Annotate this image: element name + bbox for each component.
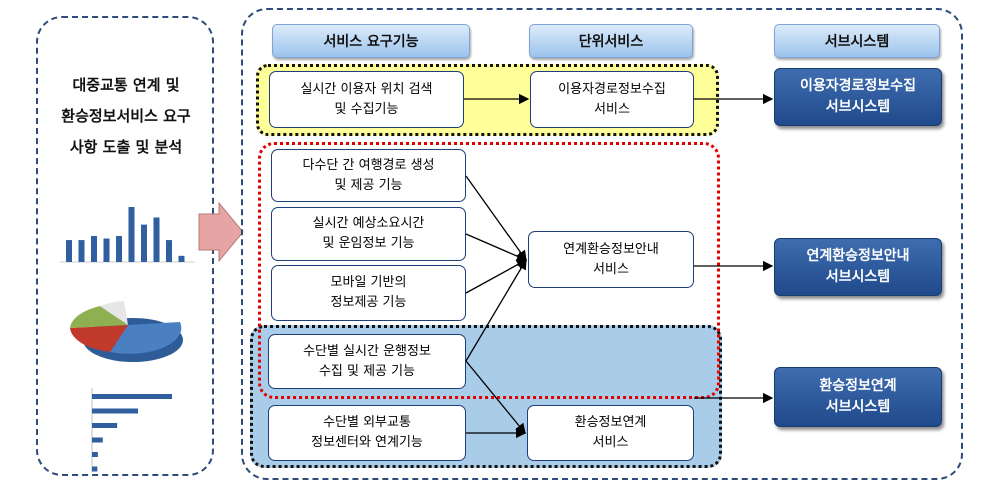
bar-mark (66, 240, 72, 262)
bar-mark (166, 240, 172, 262)
hbar-mark (92, 408, 139, 414)
analysis-title-line-1: 대중교통 연계 및 (72, 76, 180, 94)
hbar-mark (92, 437, 103, 443)
thumbnail-hbar-chart (91, 388, 172, 472)
header-requirements: 서비스 요구기능 (272, 24, 470, 58)
bar-mark (91, 236, 97, 262)
hbar-mark (92, 452, 98, 457)
flow-arrow-icon (198, 201, 244, 263)
bar-mark (78, 240, 85, 262)
hbar-mark (92, 423, 118, 428)
requirement-box: 실시간 예상소요시간 및 운임정보 기능 (271, 207, 466, 261)
arrow-req5-to-unit2 (465, 258, 527, 362)
subsystem-box: 이용자경로정보수집 서브시스템 (774, 68, 942, 126)
requirement-box: 다수단 간 여행경로 생성 및 제공 기능 (271, 149, 466, 202)
unit-service-box: 이용자경로정보수집 서비스 (530, 71, 694, 128)
bar-mark (141, 224, 147, 262)
unit-service-box: 연계환승정보안내 서비스 (528, 231, 694, 288)
unit-service-box: 환승정보연계 서비스 (527, 405, 694, 461)
service-framework-panel (241, 8, 963, 480)
bar-mark (128, 207, 135, 262)
bar-mark (153, 217, 160, 262)
pie-slice-green (70, 306, 128, 328)
analysis-title: 대중교통 연계 및 환승정보서비스 요구 사항 도출 및 분석 (50, 70, 202, 163)
analysis-title-line-3: 사항 도출 및 분석 (69, 138, 183, 156)
requirement-box: 수단별 실시간 운행정보 수집 및 제공 기능 (268, 334, 466, 389)
thumbnail-pie-chart (70, 301, 183, 362)
requirement-box: 수단별 외부교통 정보센터와 연계기능 (268, 405, 466, 461)
hbar-mark (92, 466, 98, 472)
zone-transfer-guide (258, 142, 720, 399)
arrow-req3-to-unit2 (465, 233, 528, 262)
bar-mark (103, 238, 110, 262)
pie-slice-main (110, 322, 182, 354)
pie-slice-gray (100, 301, 128, 325)
pie-slice-red (70, 325, 128, 352)
header-unit-service: 단위서비스 (529, 24, 693, 58)
subsystem-box: 환승정보연계 서브시스템 (774, 367, 942, 427)
requirement-box: 모바일 기반의 정보제공 기능 (271, 265, 466, 321)
analysis-title-line-2: 환승정보서비스 요구 (61, 107, 191, 125)
requirement-box: 실시간 이용자 위치 검색 및 수집기능 (269, 71, 464, 128)
header-subsystem: 서브시스템 (774, 24, 940, 58)
thumbnail-bar-chart (60, 207, 195, 263)
subsystem-box: 연계환승정보안내 서브시스템 (774, 238, 942, 296)
arrow-req5-to-unit3 (465, 360, 526, 435)
bar-mark (178, 255, 185, 262)
arrow-req4-to-unit2 (465, 259, 528, 294)
hbar-mark (92, 394, 172, 399)
bar-mark (116, 236, 122, 262)
arrow-req2-to-unit2 (465, 175, 527, 262)
